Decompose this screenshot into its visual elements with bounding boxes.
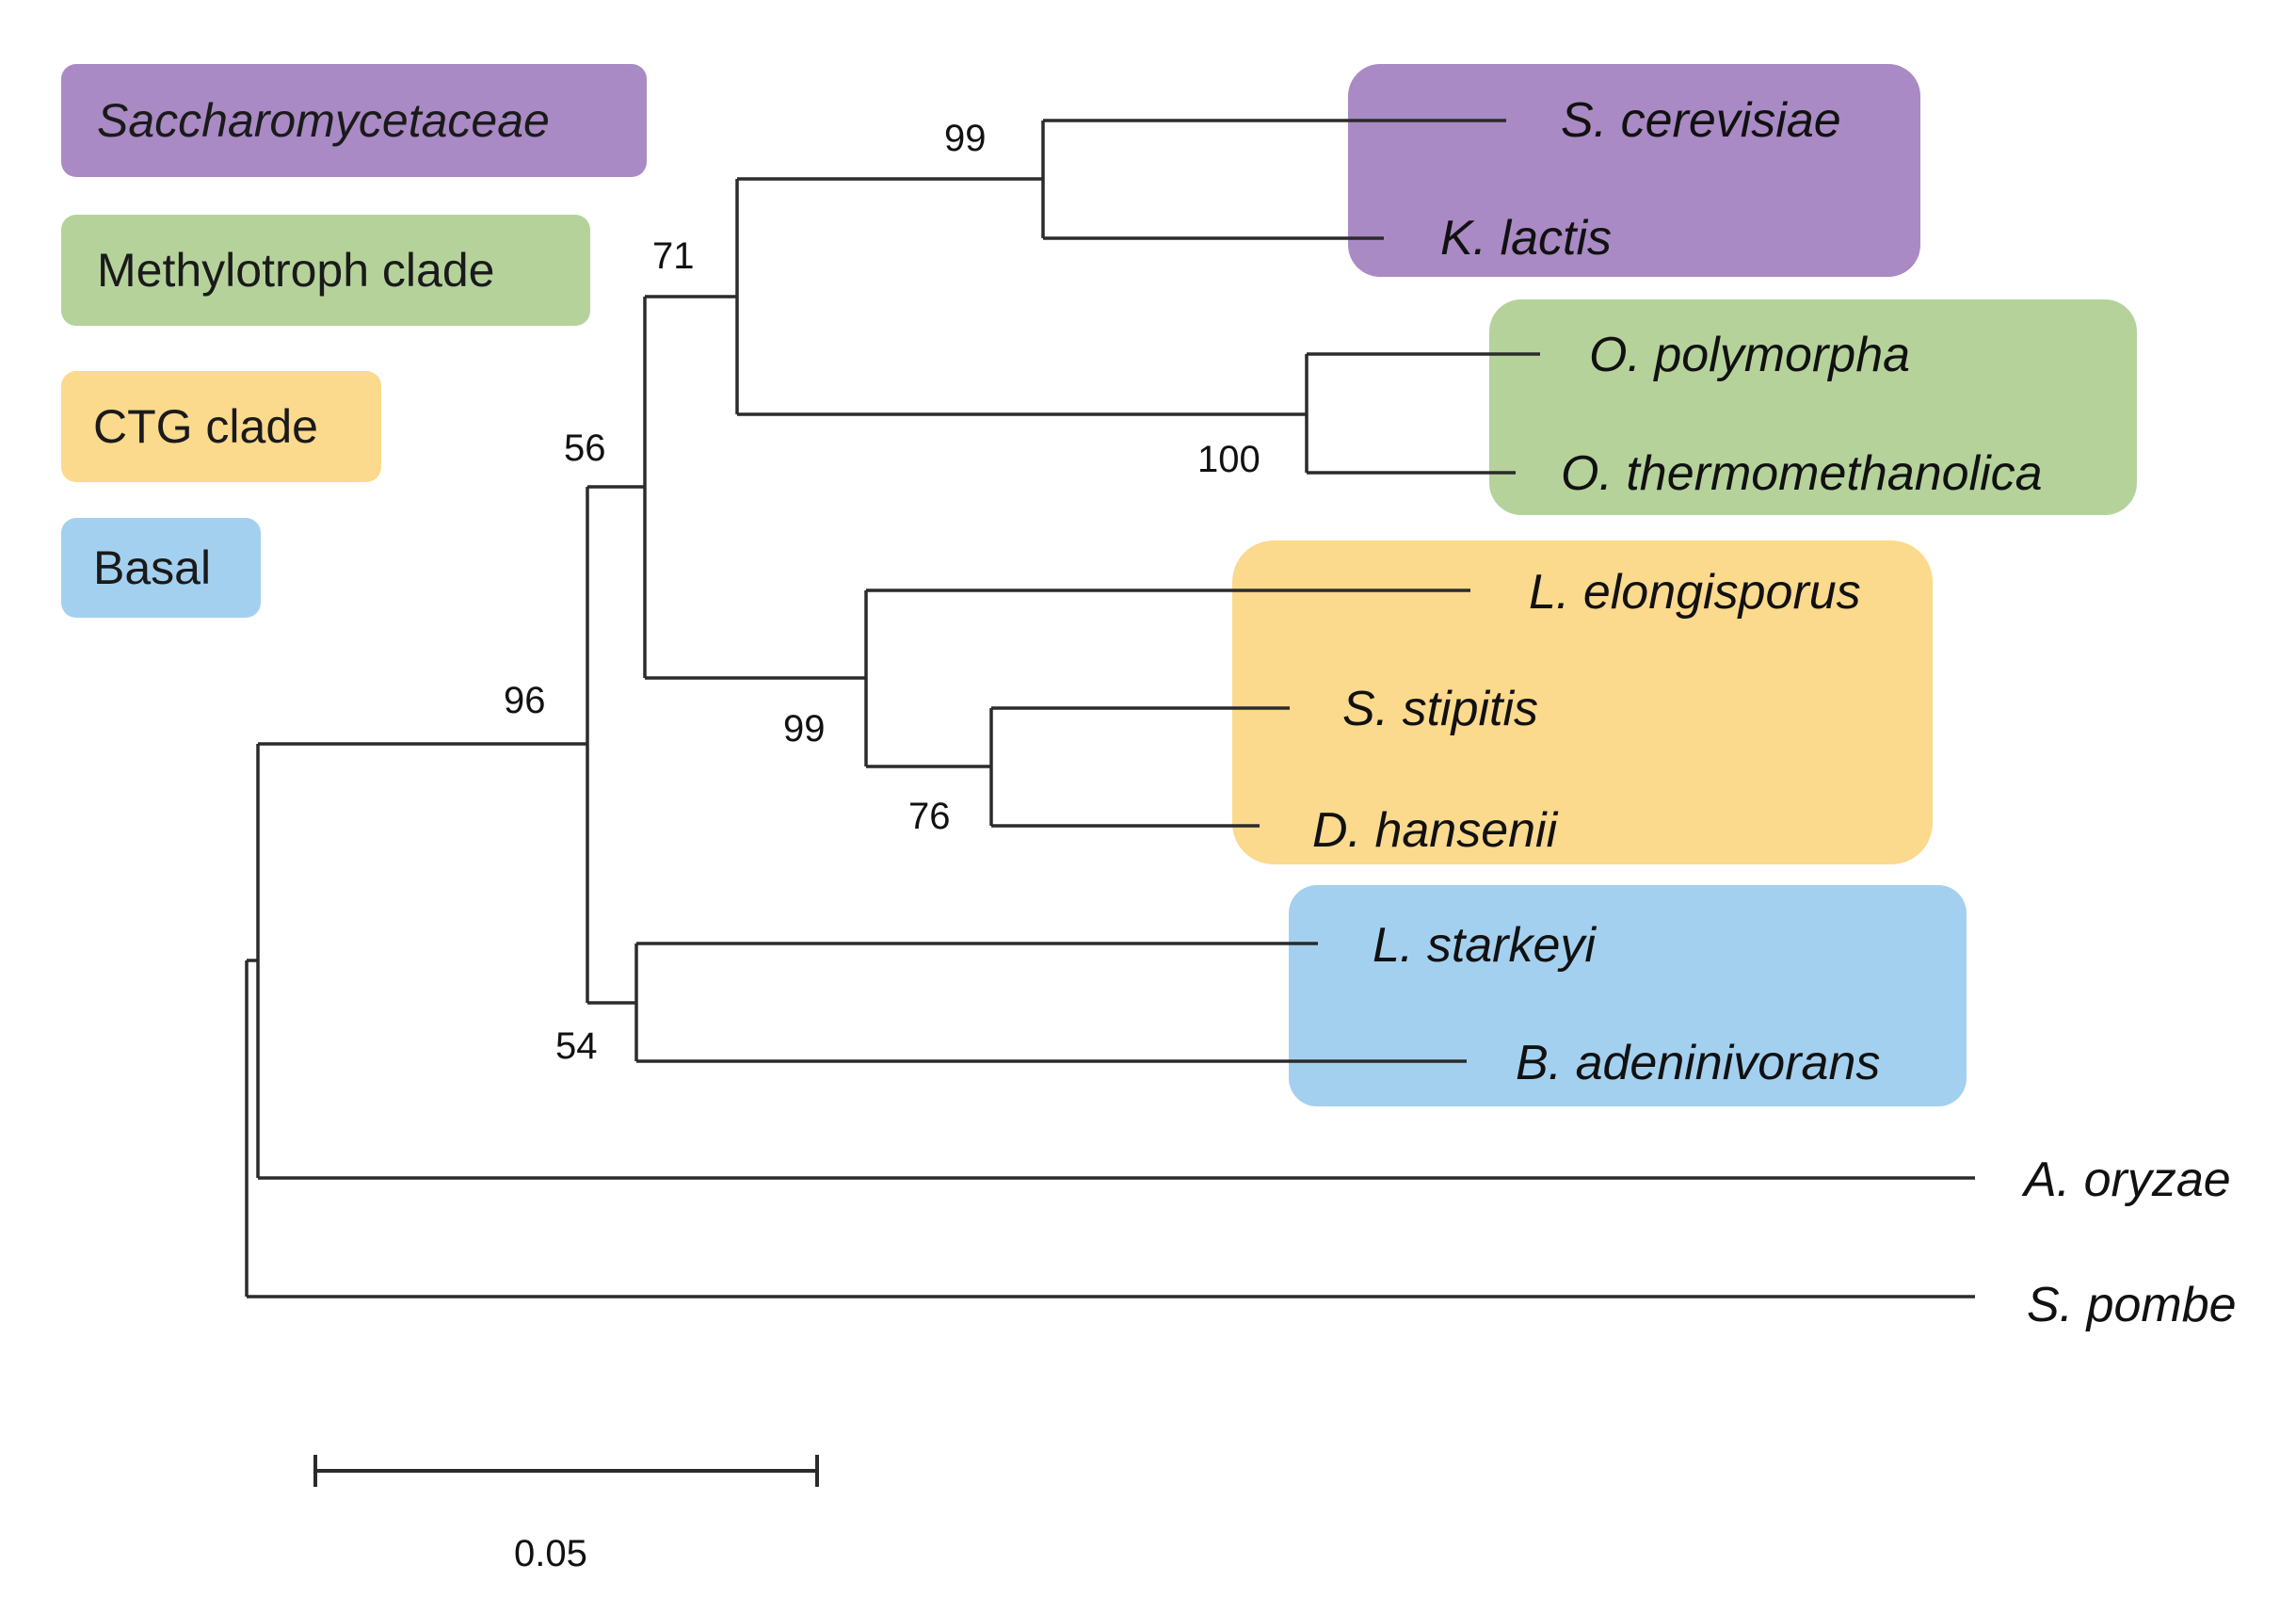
clade-box-methylotroph bbox=[1489, 299, 2137, 515]
legend-saccharomycetaceae: Saccharomycetaceae bbox=[61, 64, 647, 177]
support-label: 99 bbox=[783, 708, 826, 750]
legend-saccharomycetaceae-label: Saccharomycetaceae bbox=[97, 94, 550, 147]
taxon-label-o-thermomethanolica: O. thermomethanolica bbox=[1561, 446, 2043, 501]
scale-bar-label: 0.05 bbox=[514, 1533, 587, 1574]
taxon-label-k-lactis: K. lactis bbox=[1440, 211, 1612, 266]
taxon-label-d-hansenii: D. hansenii bbox=[1312, 803, 1559, 858]
scale-bar-line bbox=[313, 1455, 819, 1487]
support-label: 96 bbox=[504, 680, 546, 721]
taxon-label-s-stipitis: S. stipitis bbox=[1342, 682, 1538, 736]
taxon-label-s-pombe: S. pombe bbox=[2027, 1278, 2237, 1332]
support-label: 76 bbox=[908, 796, 951, 837]
support-label: 100 bbox=[1197, 439, 1260, 480]
taxon-label-o-polymorpha: O. polymorpha bbox=[1589, 328, 1910, 382]
support-label: 71 bbox=[652, 235, 695, 277]
clade-box-ctg bbox=[1232, 540, 1933, 864]
clade-box-saccharomycetaceae bbox=[1348, 64, 1920, 277]
taxon-labels: S. cerevisiae K. lactis O. polymorpha O.… bbox=[1312, 93, 2237, 1332]
legend-ctg-clade: CTG clade bbox=[61, 371, 381, 482]
support-label: 56 bbox=[564, 427, 606, 469]
clade-box-basal bbox=[1289, 885, 1967, 1106]
scale-bar: 0.05 bbox=[313, 1455, 819, 1574]
taxon-label-l-elongisporus: L. elongisporus bbox=[1529, 565, 1861, 620]
legend-basal: Basal bbox=[61, 518, 261, 618]
legend-ctg-clade-label: CTG clade bbox=[93, 400, 318, 453]
support-label: 54 bbox=[555, 1025, 598, 1067]
taxon-label-b-adeninivorans: B. adeninivorans bbox=[1516, 1036, 1880, 1090]
tree-branches bbox=[245, 119, 1975, 1298]
taxon-label-l-starkeyi: L. starkeyi bbox=[1373, 918, 1597, 973]
support-values: 99 71 100 56 96 99 76 54 bbox=[504, 118, 1260, 1067]
legend-methylotroph-clade-label: Methylotroph clade bbox=[97, 244, 495, 297]
support-label: 99 bbox=[944, 118, 987, 159]
legend-methylotroph-clade: Methylotroph clade bbox=[61, 215, 590, 326]
taxon-label-a-oryzae: A. oryzae bbox=[2021, 1153, 2231, 1207]
taxon-label-s-cerevisiae: S. cerevisiae bbox=[1561, 93, 1841, 148]
legend-basal-label: Basal bbox=[93, 541, 212, 594]
